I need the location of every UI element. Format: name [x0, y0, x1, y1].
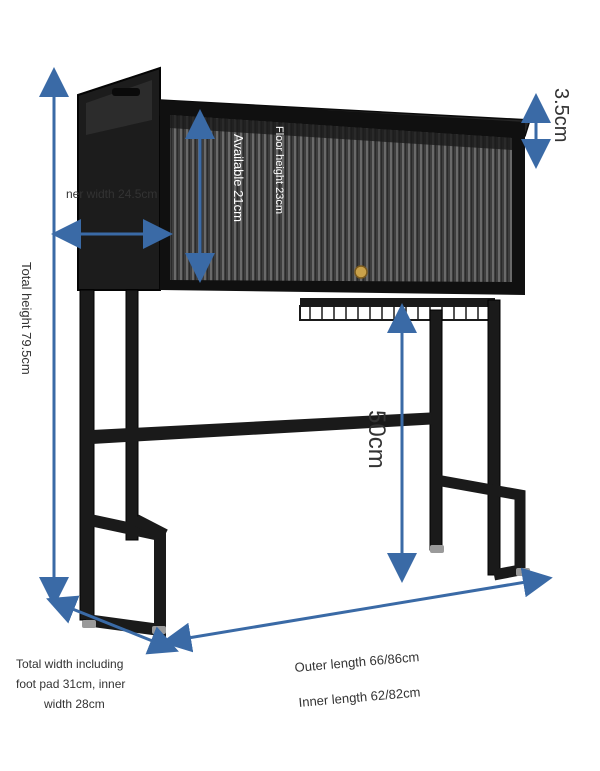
- cabinet-side-panel: [77, 66, 161, 291]
- right-foot-frame: [430, 473, 526, 581]
- cabinet-front: [160, 100, 525, 295]
- top-gap-label: 3.5cm: [550, 88, 572, 143]
- floor-height-label: Floor height 23cm: [273, 126, 285, 215]
- cup-rack: [299, 298, 496, 321]
- cross-bar: [92, 412, 440, 444]
- available-height-label: Available 21cm: [231, 134, 246, 222]
- total-width-label-line2: foot pad 31cm, inner: [16, 677, 126, 691]
- total-width-label-line1: Total width including: [16, 657, 124, 671]
- foot-pads: [82, 545, 530, 634]
- total-height-label: Total height 79.5cm: [19, 262, 34, 375]
- shelf-height-label: 50cm: [363, 410, 390, 469]
- cabinet-knob: [354, 265, 368, 279]
- total-width-label-line3: width 28cm: [44, 697, 105, 711]
- inner-width-label: ner width 24.5cm: [66, 187, 158, 201]
- rack-legs: [79, 289, 501, 621]
- dimension-arrows: [39, 67, 553, 655]
